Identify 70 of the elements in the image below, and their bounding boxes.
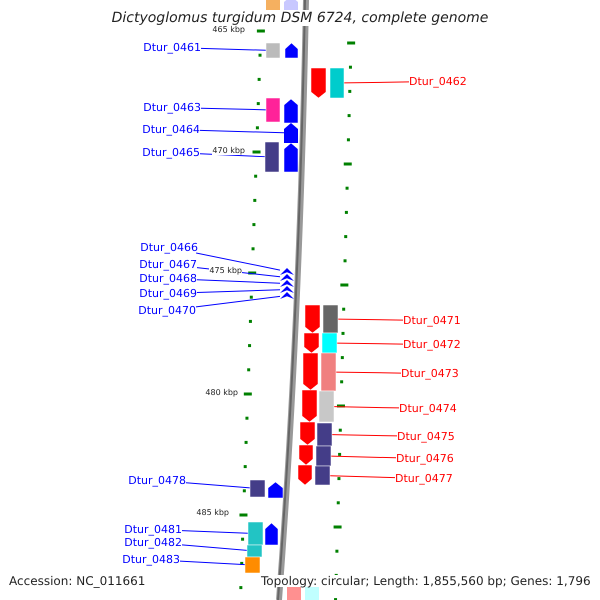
gene-feature bbox=[280, 280, 294, 287]
leader-line bbox=[200, 130, 284, 134]
gene-box bbox=[264, 142, 280, 172]
gene-box bbox=[248, 522, 264, 546]
gene-box bbox=[316, 446, 332, 466]
gene-label: Dtur_0461 bbox=[143, 42, 201, 53]
gene-box bbox=[322, 332, 338, 354]
gene-box bbox=[318, 390, 334, 422]
gene-box bbox=[320, 352, 336, 392]
leader-line bbox=[200, 48, 266, 51]
leader-line bbox=[182, 544, 248, 551]
leader-line bbox=[196, 252, 280, 271]
leader-line bbox=[196, 289, 280, 294]
scale-label: 475 kbp bbox=[209, 267, 242, 276]
gene-label: Dtur_0483 bbox=[122, 554, 180, 565]
gene-feature bbox=[280, 286, 294, 293]
leader-line bbox=[196, 279, 280, 284]
gene-box bbox=[266, 42, 280, 58]
gene-box bbox=[246, 544, 262, 558]
title: Dictyoglomus turgidum DSM 6724, complete genome bbox=[110, 10, 490, 26]
gene-box bbox=[250, 480, 266, 498]
gene-label: Dtur_0471 bbox=[403, 315, 461, 326]
gene-label: Dtur_0463 bbox=[143, 102, 201, 113]
gene-label: Dtur_0478 bbox=[128, 475, 186, 486]
gene-box bbox=[244, 556, 260, 574]
leader-line bbox=[336, 372, 402, 374]
leader-line bbox=[200, 108, 266, 110]
leader-line bbox=[196, 296, 280, 308]
scale-label: 470 kbp bbox=[212, 147, 245, 156]
gene-label: Dtur_0469 bbox=[139, 288, 197, 299]
leader-line bbox=[332, 434, 398, 436]
accession-text: Accession: NC_011661 bbox=[9, 574, 146, 587]
leader-line bbox=[336, 342, 404, 345]
gene-label: Dtur_0470 bbox=[138, 305, 196, 316]
scale-label: 480 kbp bbox=[205, 389, 238, 398]
gene-label: Dtur_0462 bbox=[409, 76, 467, 87]
gene-feature bbox=[284, 123, 298, 143]
scale-label: 485 kbp bbox=[196, 509, 229, 518]
leader-line bbox=[344, 81, 410, 84]
gene-label: Dtur_0468 bbox=[139, 273, 197, 284]
leader-line bbox=[334, 406, 400, 408]
gene-box bbox=[316, 422, 332, 446]
gene-box bbox=[330, 68, 344, 98]
gene-label: Dtur_0466 bbox=[140, 242, 198, 253]
leader-line bbox=[330, 456, 396, 458]
gene-label: Dtur_0464 bbox=[142, 124, 200, 135]
leader-line bbox=[330, 475, 396, 478]
gene-feature bbox=[280, 292, 294, 299]
leader-line bbox=[180, 560, 246, 566]
gene-box bbox=[322, 304, 338, 334]
gene-label: Dtur_0473 bbox=[401, 368, 459, 379]
gene-box bbox=[266, 98, 280, 122]
leader-line bbox=[182, 530, 248, 534]
leader-line bbox=[186, 482, 250, 488]
genome-info-text: Topology: circular; Length: 1,855,560 bp; Genes: 1,796 bbox=[261, 574, 591, 587]
gene-box bbox=[314, 466, 330, 486]
gene-label: Dtur_0465 bbox=[142, 147, 200, 158]
gene-label: Dtur_0475 bbox=[397, 431, 455, 442]
gene-label: Dtur_0481 bbox=[124, 524, 182, 535]
gene-label: Dtur_0482 bbox=[124, 537, 182, 548]
gene-label: Dtur_0476 bbox=[396, 453, 454, 464]
gene-feature bbox=[280, 274, 294, 281]
leader-line bbox=[200, 153, 266, 158]
gene-label: Dtur_0474 bbox=[399, 403, 457, 414]
leader-line bbox=[338, 318, 404, 321]
gene-feature bbox=[280, 268, 294, 275]
gene-label: Dtur_0477 bbox=[395, 473, 453, 484]
gene-label: Dtur_0467 bbox=[139, 259, 197, 270]
gene-label: Dtur_0472 bbox=[403, 339, 461, 350]
scale-label: 465 kbp bbox=[212, 26, 245, 34]
